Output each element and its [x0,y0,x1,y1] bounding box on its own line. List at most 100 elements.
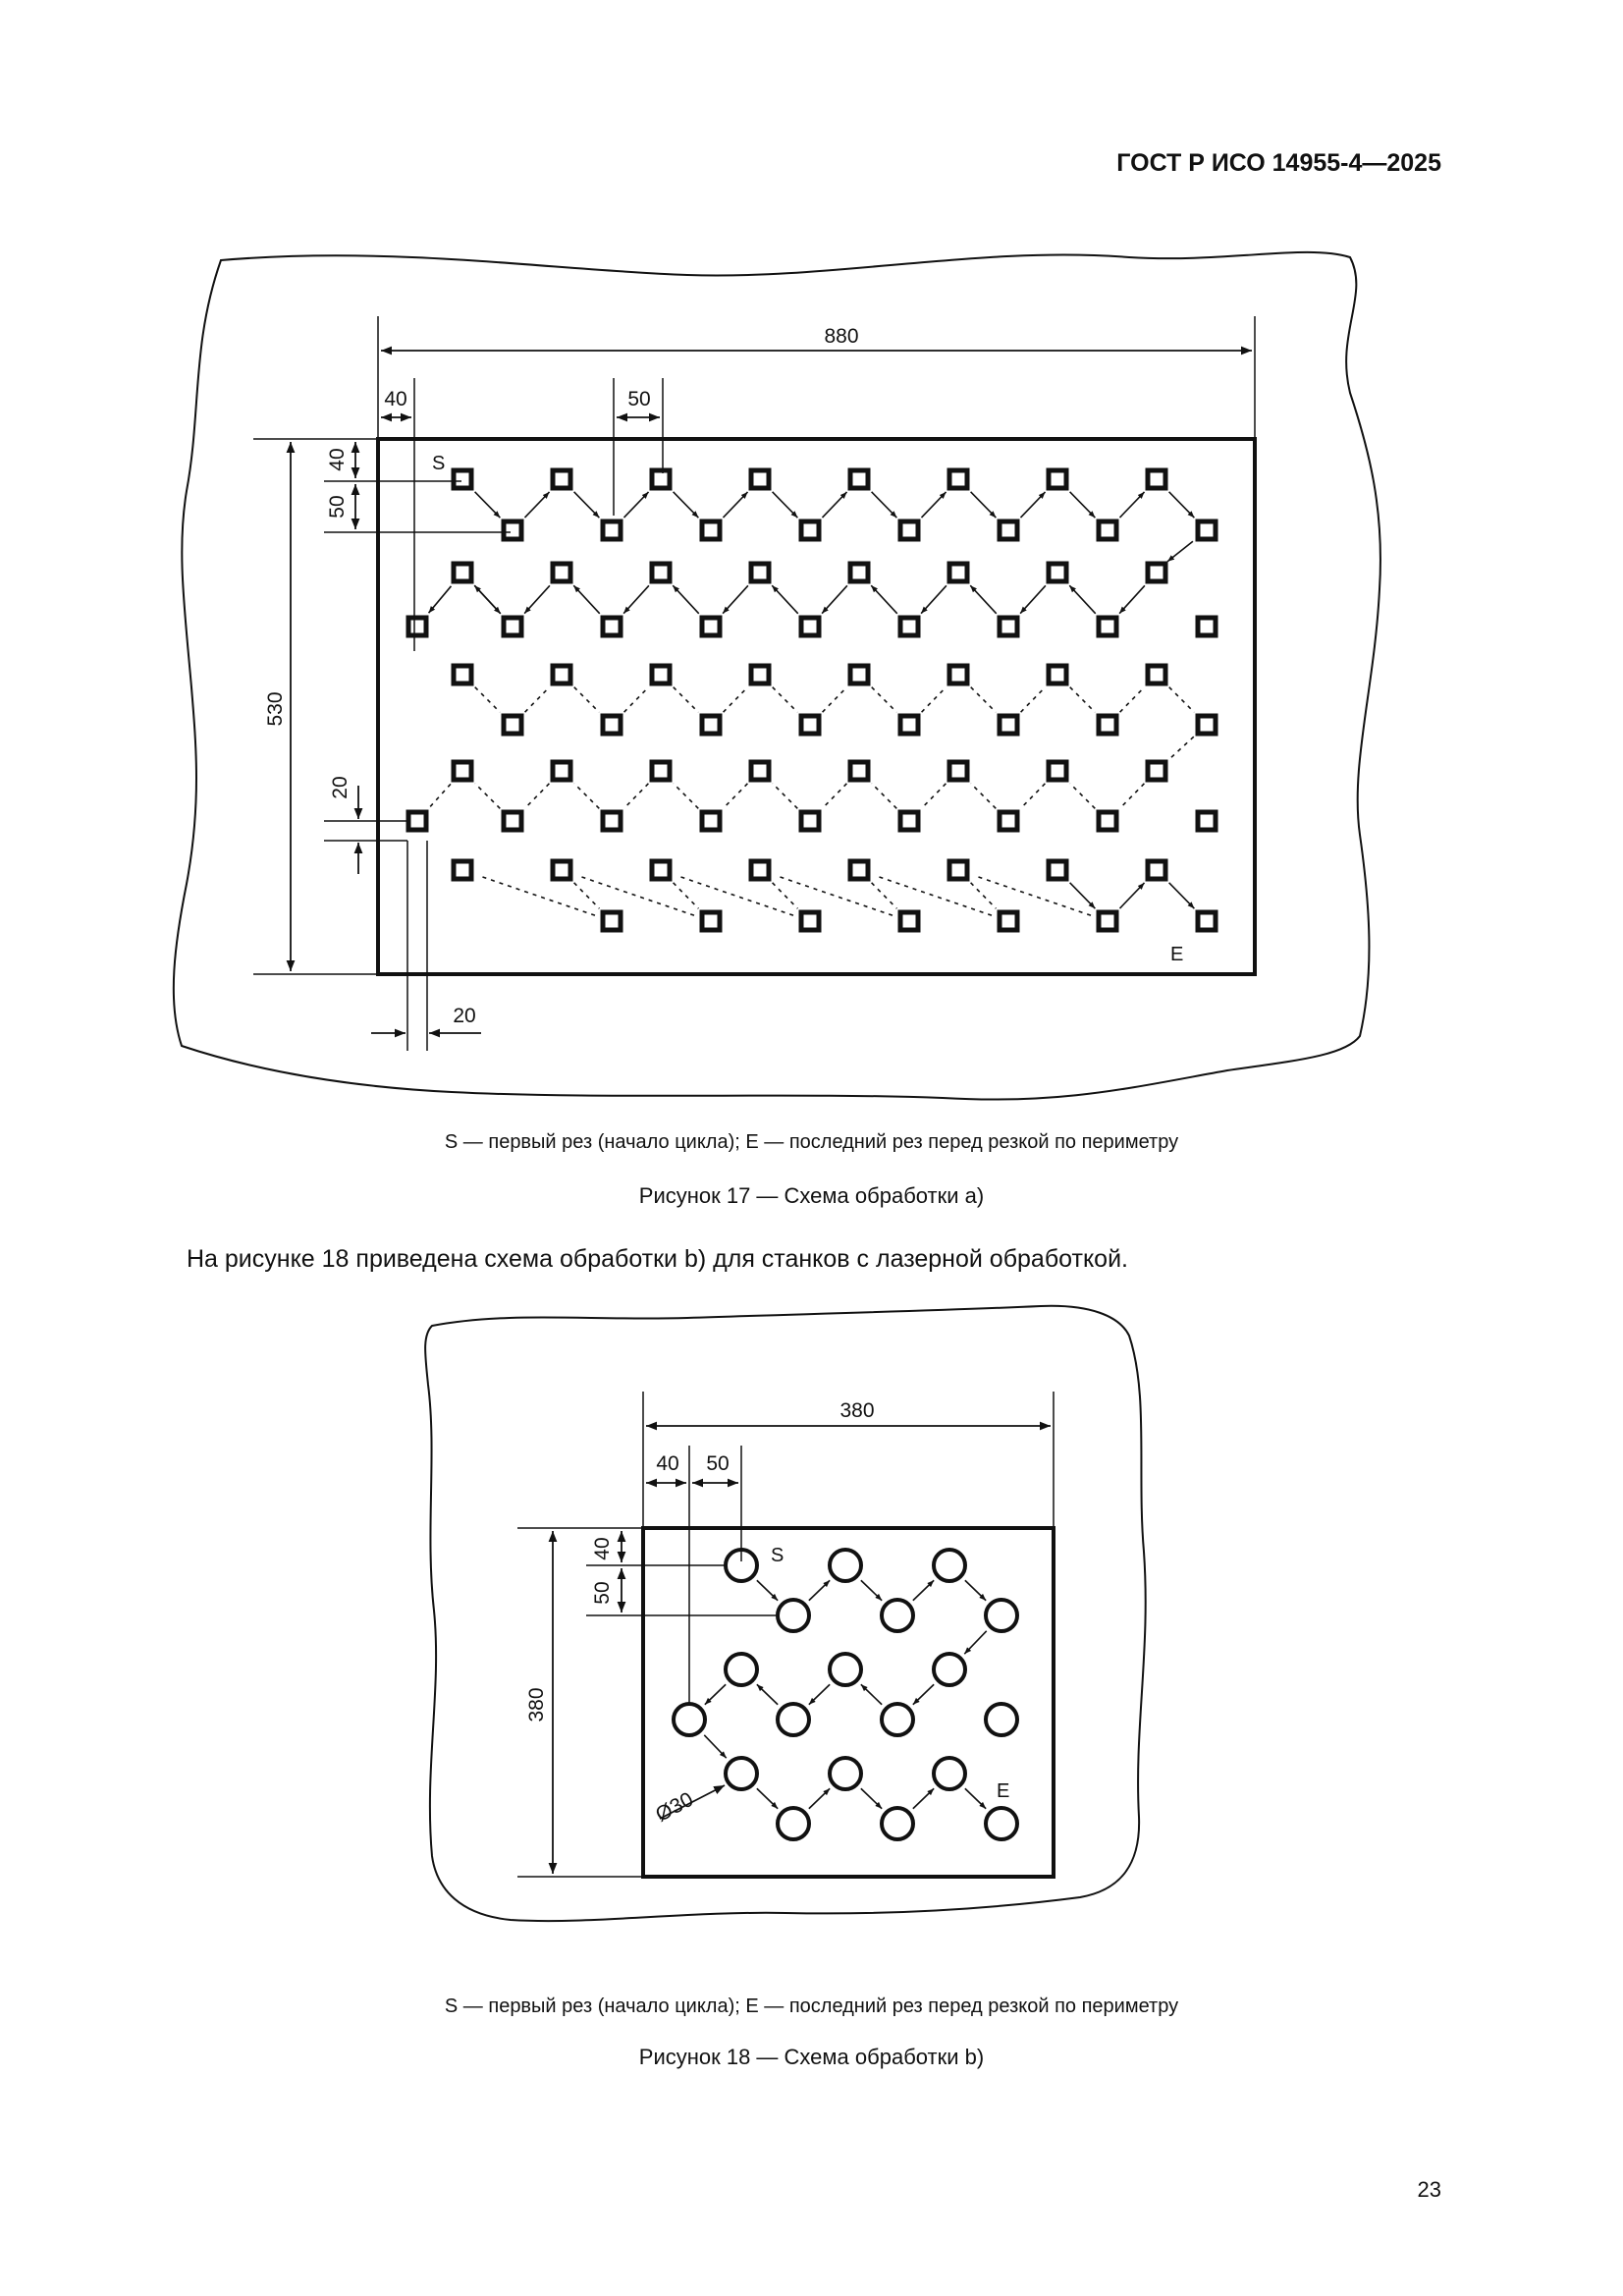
square-hole [1195,615,1218,638]
path-arrow [870,584,898,615]
square-hole [600,519,623,542]
square-hole [997,909,1020,933]
path-arrow [1069,491,1096,519]
square-hole [1145,663,1168,686]
path-arrow [473,584,502,615]
figure-17-caption: Рисунок 17 — Схема обработки a) [638,1183,985,1208]
round-hole [880,1806,915,1841]
path-arrow [920,491,947,519]
dim-380-w: 380 [839,1399,874,1422]
path-arrow [871,491,897,519]
path-arrow [1068,584,1097,615]
square-hole [847,759,871,783]
square-hole [1145,759,1168,783]
path-arrow [572,584,601,615]
path-arrow [860,1579,883,1602]
path-arrow [970,491,997,519]
path-arrow [963,1630,988,1655]
square-hole [1046,561,1069,584]
square-hole [649,858,673,882]
diameter-leader [659,1784,726,1820]
square-hole [550,759,573,783]
path-arrow [1166,540,1194,563]
square-hole [897,615,921,638]
path-dash [428,783,452,809]
tool-path-arrows [427,491,1195,916]
square-hole [798,713,822,737]
square-hole [1145,858,1168,882]
path-dash [623,783,649,809]
square-hole [1096,713,1119,737]
dim-50-y: 50 [326,495,349,518]
round-hole [724,1652,759,1687]
path-arrow [673,491,699,519]
square-hole [550,858,573,882]
document-id: ГОСТ Р ИСО 14955-4—2025 [1116,149,1441,177]
end-label-2: E [997,1780,1009,1802]
path-dash [524,686,550,713]
path-dash [1020,686,1046,713]
dim-50-x: 50 [627,388,650,410]
square-hole [699,519,723,542]
path-arrow [808,1787,831,1810]
square-hole [897,713,921,737]
square-hole [798,615,822,638]
path-arrow [703,1734,728,1759]
path-dash [772,686,798,713]
square-hole [649,467,673,491]
square-hole [1195,713,1218,737]
square-hole [1046,759,1069,783]
hole-grid-squares [406,467,1218,933]
path-dash [875,875,993,916]
square-hole [550,663,573,686]
square-hole [600,615,623,638]
path-arrow [622,584,650,615]
path-arrow [964,1787,987,1810]
figure-17-drawing: 880 40 50 530 40 50 20 20 S E [172,250,1381,1101]
path-arrow [1118,584,1146,615]
square-hole [600,713,623,737]
hole-grid-circles [672,1548,1019,1841]
square-hole [798,809,822,833]
path-arrow [1069,882,1096,909]
square-hole [997,615,1020,638]
path-dash [723,783,748,809]
path-dash [1069,783,1096,809]
path-arrow [756,1787,779,1810]
figure-17-note: S — первый рез (начало цикла); E — после… [444,1131,1179,1153]
square-hole [501,615,524,638]
path-dash [1168,686,1195,713]
round-hole [828,1652,863,1687]
square-hole [1145,467,1168,491]
path-arrow [722,584,749,615]
square-hole [406,809,429,833]
path-arrow [1168,882,1195,909]
square-hole [1195,909,1218,933]
path-arrow [573,491,600,519]
square-hole [649,561,673,584]
path-dash [822,783,847,809]
dim-40-y: 40 [326,448,349,470]
round-hole [776,1702,811,1737]
dim-20-y: 20 [329,776,352,798]
round-hole [932,1756,967,1791]
path-arrow [964,1579,987,1602]
path-arrow [808,1683,831,1706]
path-arrow [704,1683,727,1706]
square-hole [847,858,871,882]
path-arrow [912,1579,935,1602]
square-hole [1046,467,1069,491]
square-hole [947,561,970,584]
dim-20-x: 20 [453,1005,475,1027]
dim-880: 880 [824,325,858,348]
page-number: 23 [1417,2177,1441,2202]
path-arrow [622,491,650,519]
path-dash [772,783,798,809]
path-arrow [808,1579,831,1602]
square-hole [997,519,1020,542]
square-hole [451,663,474,686]
square-hole [550,561,573,584]
start-label: S [432,453,445,474]
path-dash [577,875,695,916]
round-hole [932,1652,967,1687]
